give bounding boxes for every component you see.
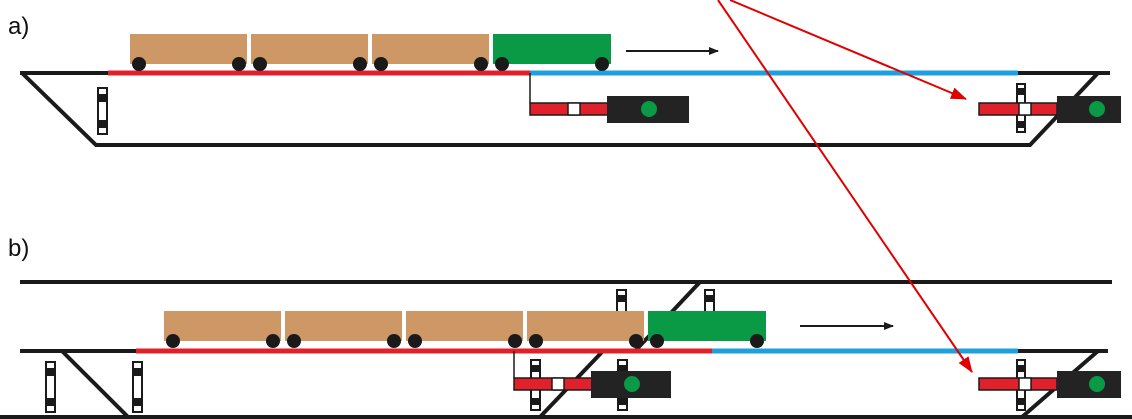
track-marker-icon xyxy=(132,361,143,413)
annotation-arrow-a xyxy=(729,0,967,100)
signal-aspect-green xyxy=(624,376,640,392)
freight-wagon-icon xyxy=(285,311,402,341)
wheels xyxy=(132,57,609,71)
crossing-signal-b1 xyxy=(513,351,671,411)
freight-wagon-icon xyxy=(251,34,368,64)
train-a xyxy=(130,34,611,71)
freight-wagon-icon xyxy=(164,311,281,341)
crossing-signal-a2 xyxy=(978,83,1121,133)
track-marker-icon xyxy=(45,361,56,413)
locomotive-icon xyxy=(493,34,611,64)
panel-label-a: a) xyxy=(8,13,29,40)
crossing-signal-a1 xyxy=(529,73,689,123)
signal-aspect-green xyxy=(1089,101,1105,117)
freight-wagon-icon xyxy=(130,34,247,64)
track-marker-icon xyxy=(97,87,108,135)
annotation-arrows xyxy=(717,0,973,373)
barrier-arm-icon xyxy=(978,102,1058,116)
signal-aspect-green xyxy=(641,101,657,117)
panel-label-b: b) xyxy=(8,235,29,262)
panel-a: a) xyxy=(8,13,1121,147)
barrier-arm-icon xyxy=(978,377,1058,391)
signal-aspect-green xyxy=(1089,376,1105,392)
crossing-signal-b2 xyxy=(978,359,1121,411)
wheels xyxy=(166,334,764,348)
light-signal-icon xyxy=(1057,371,1121,398)
locomotive-icon xyxy=(648,311,766,341)
annotation-arrow-b xyxy=(717,0,973,373)
freight-wagon-icon xyxy=(372,34,489,64)
panel-b: b) xyxy=(0,235,1132,419)
freight-wagon-icon xyxy=(527,311,644,341)
train-b xyxy=(164,311,766,348)
light-signal-icon xyxy=(1057,96,1121,123)
freight-wagon-icon xyxy=(406,311,523,341)
